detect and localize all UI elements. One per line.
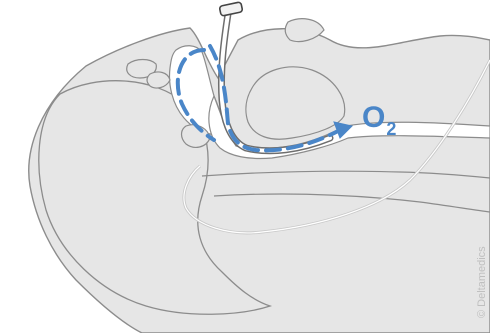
oxygen-label-symbol: O bbox=[362, 101, 385, 134]
copyright-watermark: © Deltamedics bbox=[476, 246, 488, 318]
tube-connector bbox=[219, 2, 243, 16]
oxygen-label: O2 bbox=[362, 103, 396, 133]
oxygen-label-subscript: 2 bbox=[386, 119, 396, 139]
